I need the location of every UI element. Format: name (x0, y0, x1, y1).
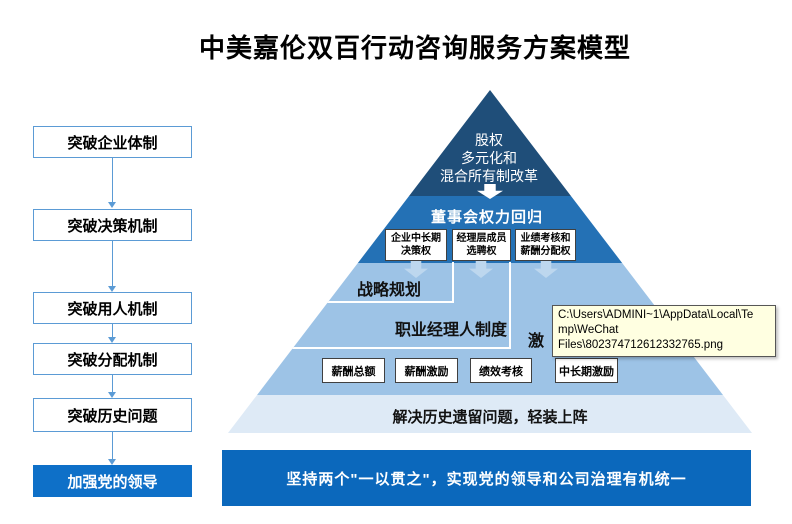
flow-connector (112, 375, 113, 393)
level1-label-line3: 混合所有制改革 (440, 168, 538, 184)
flow-connector (112, 158, 113, 204)
level3-box-salary-total: 薪酬总额 (322, 358, 385, 383)
flow-connector (112, 323, 113, 338)
flow-item-enterprise-system: 突破企业体制 (33, 126, 192, 158)
flow-item-distribution-mechanism: 突破分配机制 (33, 343, 192, 375)
level2-box-assessment: 业绩考核和 薪酬分配权 (515, 229, 576, 261)
level3-box-performance: 绩效考核 (470, 358, 532, 383)
level2-box-line: 经理层成员 (456, 233, 507, 244)
level3-label-incentive: 激 (528, 333, 545, 350)
level2-title: 董事会权力回归 (430, 209, 543, 226)
flow-item-decision-mechanism: 突破决策机制 (33, 209, 192, 241)
arrow-down-icon (108, 286, 116, 292)
level3-box-longterm: 中长期激励 (555, 358, 618, 383)
level1-label: 股权 多元化和 混合所有制改革 (389, 131, 589, 185)
bottom-bar: 坚持两个"一以贯之"，实现党的领导和公司治理有机统一 (222, 450, 751, 506)
level4-label: 解决历史遗留问题，轻装上阵 (392, 409, 588, 426)
arrow-down-icon (108, 392, 116, 398)
level2-box-line: 选聘权 (466, 246, 497, 257)
level1-label-line1: 股权 (475, 132, 503, 148)
level2-box-line: 企业中长期 (391, 233, 441, 244)
level2-box-selection: 经理层成员 选聘权 (452, 229, 511, 261)
pyramid-level-4 (228, 395, 752, 433)
tooltip-line-2: mp\WeChat (558, 324, 619, 336)
level2-box-line: 业绩考核和 (520, 233, 571, 244)
step-line (268, 347, 511, 349)
level2-box-decision: 企业中长期 决策权 (385, 229, 447, 261)
arrow-down-icon (108, 337, 116, 343)
level3-label-strategy: 战略规划 (357, 282, 422, 299)
level1-label-line2: 多元化和 (461, 150, 517, 166)
arrow-down-icon (108, 202, 116, 208)
flow-item-party-leadership: 加强党的领导 (33, 465, 192, 497)
tooltip-line-3: Files\802374712612332765.png (558, 339, 723, 351)
step-line (509, 262, 511, 349)
tooltip-line-1: C:\Users\ADMINI~1\AppData\Local\Te (558, 309, 754, 321)
bottom-bar-label: 坚持两个"一以贯之"，实现党的领导和公司治理有机统一 (286, 470, 687, 488)
flow-item-historical-issues: 突破历史问题 (33, 398, 192, 432)
level3-label-manager: 职业经理人制度 (395, 322, 508, 339)
page-title: 中美嘉伦双百行动咨询服务方案模型 (198, 33, 631, 63)
arrow-down-icon (108, 459, 116, 465)
level2-box-line: 决策权 (401, 246, 431, 257)
step-line (308, 301, 454, 303)
flow-connector (112, 432, 113, 460)
file-path-tooltip: C:\Users\ADMINI~1\AppData\Local\Te mp\We… (552, 305, 776, 357)
level2-box-line: 薪酬分配权 (520, 246, 571, 257)
level3-box-salary-incentive: 薪酬激励 (395, 358, 458, 383)
step-line (452, 262, 454, 303)
flow-item-talent-mechanism: 突破用人机制 (33, 292, 192, 324)
flow-connector (112, 241, 113, 287)
